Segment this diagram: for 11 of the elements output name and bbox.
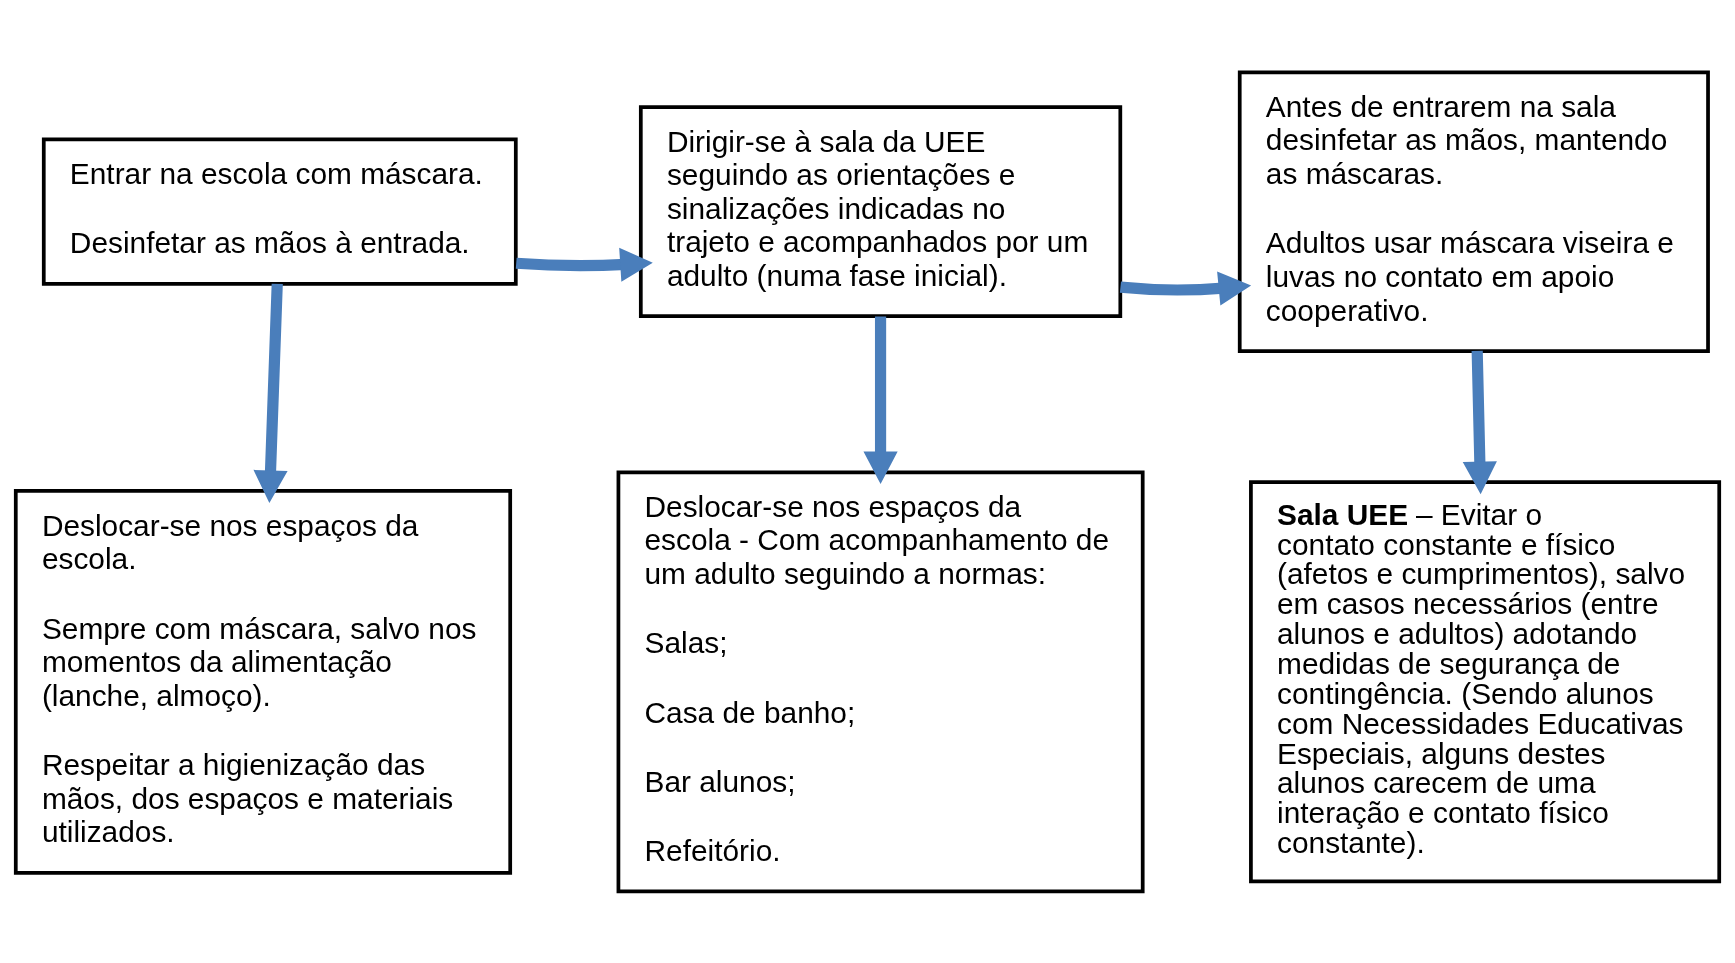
arrow — [1119, 271, 1252, 306]
node-box: Deslocar-se nos espaços da escola - Com acompanhamento de um adulto seguindo a normas: Salas; Casa de banho; Bar alunos; Refeitório. — [616, 469, 1145, 893]
arrow — [515, 247, 653, 282]
arrow — [1462, 350, 1497, 494]
arrow — [863, 315, 898, 484]
node-box: Antes de entrarem na sala desinfetar as mãos, mantendo as máscaras. Adultos usar máscara viseira e luvas no contato em apoio cooperativo. — [1237, 69, 1710, 353]
node-box: Dirigir-se à sala da UEE seguindo as orientações e sinalizações indicadas no trajeto e acompanhados por um adulto (numa fase inicial). — [638, 104, 1123, 318]
node-box: Deslocar-se nos espaços da escola. Sempre com máscara, salvo nos momentos da alimentação (lanche, almoço). Respeitar a higienização das mãos, dos espaços e materiais utilizados. — [13, 488, 513, 875]
node-box: Sala UEE – Evitar o contato constante e físico (afetos e cumprimentos), salvo em casos necessários (entre alunos e adultos) adotando medidas de segurança de contingência. (Sendo alunos com Necessidades Educativas Especiais, alguns destes alunos carecem de uma interação e contato físico constante). — [1249, 479, 1722, 883]
arrow — [253, 283, 288, 503]
node-box: Entrar na escola com máscara. Desinfetar as mãos à entrada. — [41, 137, 518, 286]
